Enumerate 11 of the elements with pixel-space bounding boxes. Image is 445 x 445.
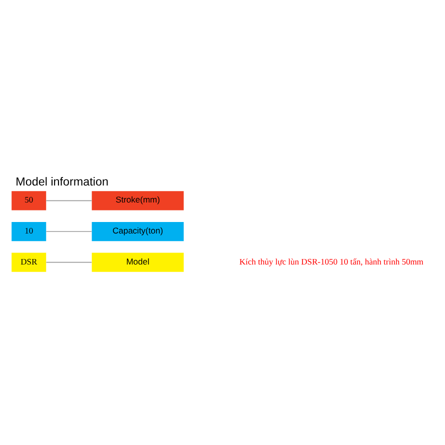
caption: Kích thủy lực lùn DSR-1050 10 tấn, hành trình 50mm [239, 256, 424, 266]
node-box: Model [92, 252, 184, 272]
node-box: 50 [12, 190, 46, 210]
node-box: 10 [12, 221, 46, 241]
diagram-title: Model information [16, 175, 108, 188]
connector [46, 230, 92, 232]
node-box: Capacity(ton) [92, 221, 184, 241]
node-box: DSR [12, 252, 46, 272]
connector [46, 261, 92, 262]
connector [46, 200, 92, 201]
node-box: Stroke(mm) [92, 190, 184, 210]
